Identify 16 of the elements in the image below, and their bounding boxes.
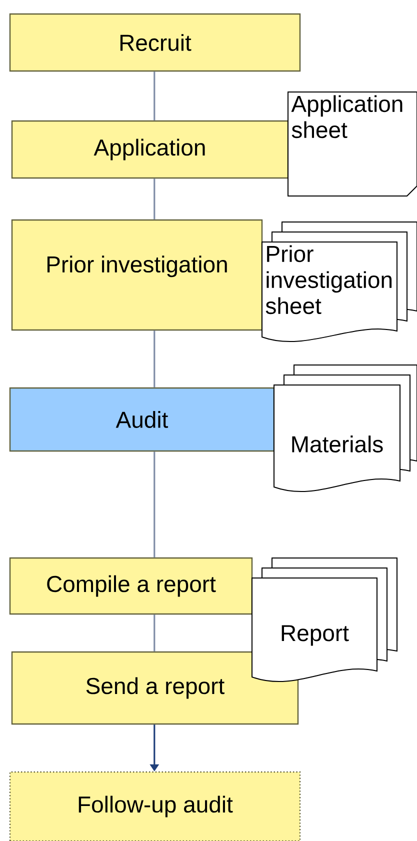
node-label: Materials	[292, 436, 383, 452]
connector-line	[154, 614, 156, 652]
process-box: Compile a report	[9, 557, 253, 615]
process-box: Send a report	[11, 651, 299, 725]
document-stack: Materials	[274, 364, 417, 492]
document-stack: Prior investigation sheet	[262, 222, 417, 342]
process-box: Application	[11, 120, 289, 179]
connector-line	[154, 330, 156, 388]
process-box: Audit	[9, 387, 275, 452]
connector-line	[154, 72, 156, 120]
connector-line	[154, 178, 156, 220]
process-box: Follow-up audit	[9, 771, 301, 841]
connector-line	[154, 452, 156, 558]
process-box: Recruit	[9, 13, 301, 72]
document-stack: Report	[252, 558, 398, 682]
process-box: Prior investigation	[11, 219, 263, 331]
